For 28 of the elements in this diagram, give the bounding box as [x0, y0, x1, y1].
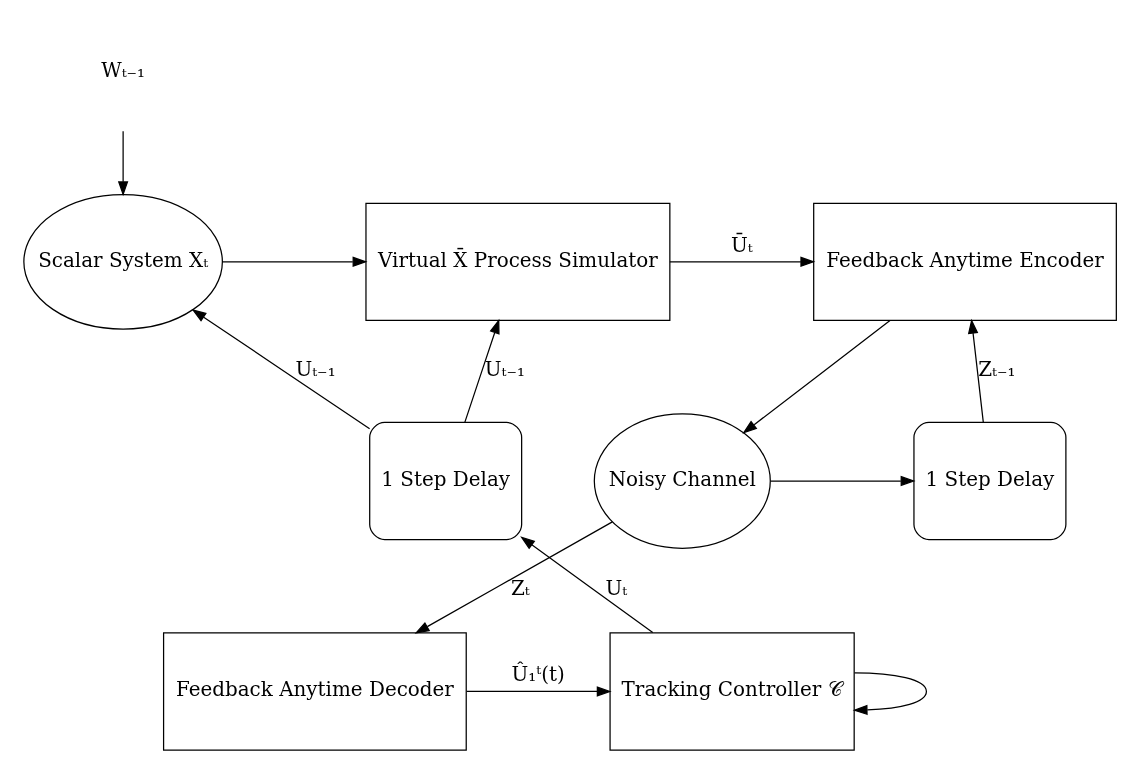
node-box: 1 Step Delay — [368, 421, 522, 540]
node-box: Tracking Controller 𝒞 — [608, 631, 855, 751]
arrow — [117, 130, 128, 196]
node-box: 1 Step Delay — [912, 421, 1066, 540]
node-ellipse: Scalar System Xₜ — [22, 193, 223, 330]
edge-label: Uₜ₋₁ — [294, 357, 336, 381]
arrow — [465, 685, 612, 697]
arrow — [221, 256, 368, 267]
arrow — [668, 256, 815, 267]
edge-label: Zₜ — [510, 576, 530, 600]
arrow — [769, 475, 916, 486]
node-box: Feedback Anytime Encoder — [812, 202, 1117, 321]
node-text: Wₜ₋₁ — [100, 58, 145, 82]
node-box: Feedback Anytime Decoder — [162, 631, 467, 751]
arrow — [967, 318, 984, 423]
edge-label: Uₜ — [604, 576, 627, 600]
edge-label: Uₜ₋₁ — [484, 357, 525, 381]
arrow — [519, 535, 653, 633]
edge-label: Zₜ₋₁ — [977, 357, 1015, 381]
node-box: Virtual X̄ Process Simulator — [364, 202, 670, 321]
arrow — [852, 671, 927, 715]
edge-label: Ūₜ — [730, 233, 753, 257]
arrow — [741, 319, 891, 434]
arrow — [414, 520, 613, 634]
node-ellipse: Noisy Channel — [593, 412, 771, 549]
arrow — [191, 308, 370, 429]
arrow — [463, 318, 500, 423]
edge-label: Û₁ᵗ(t) — [511, 662, 565, 686]
